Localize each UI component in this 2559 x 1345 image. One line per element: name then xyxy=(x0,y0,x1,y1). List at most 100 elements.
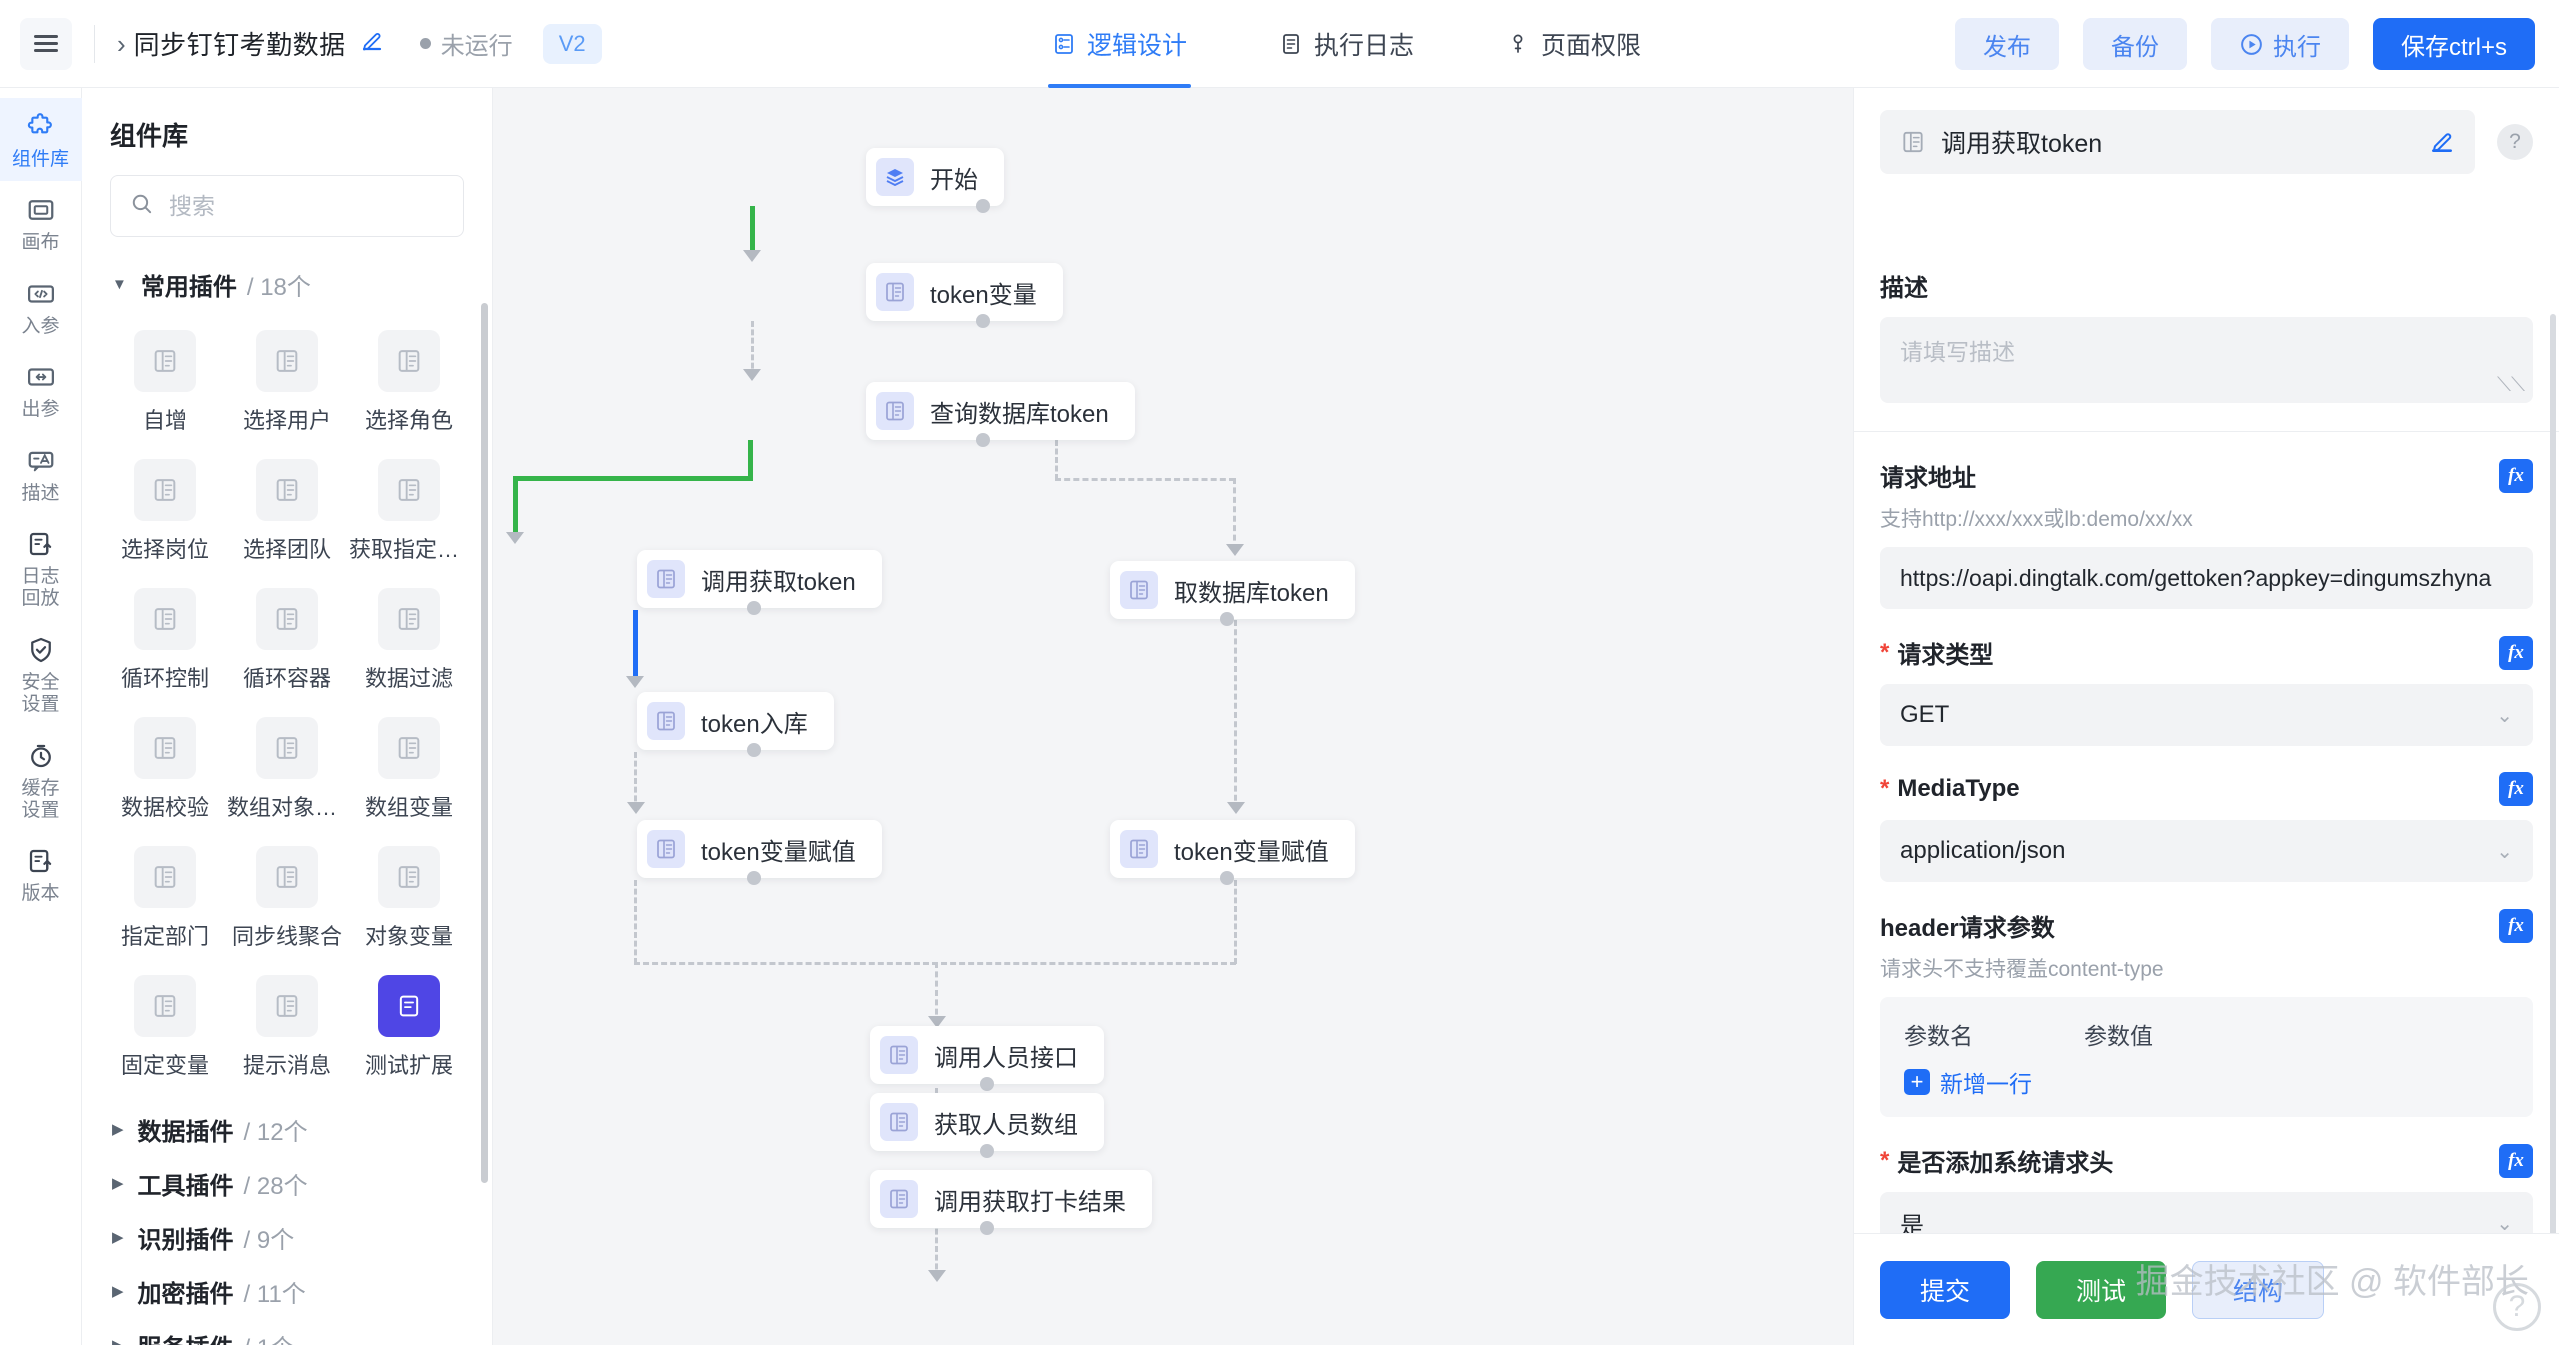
resize-grip-icon[interactable]: ⟋⟋ xyxy=(2497,374,2525,396)
plugin-item[interactable]: 同步线聚合 xyxy=(226,834,348,957)
fx-icon[interactable]: fx xyxy=(2499,458,2533,493)
plugin-item[interactable]: 选择用户 xyxy=(226,318,348,441)
system-header-select[interactable]: 是 ⌄ xyxy=(1880,1192,2533,1233)
flow-canvas[interactable]: 开始 token变量查询数据库token 调用获取token token入库 token… xyxy=(493,88,1853,1345)
plugin-item[interactable]: 获取指定请... xyxy=(348,447,470,570)
request-url-input[interactable]: https://oapi.dingtalk.com/gettoken?appke… xyxy=(1880,547,2533,609)
plugin-category[interactable]: ▶数据插件/ 12个 xyxy=(112,1102,492,1156)
plugin-item[interactable]: 提示消息 xyxy=(226,963,348,1086)
flow-node-tokenvar[interactable]: token变量 xyxy=(866,263,1063,321)
sidebar-item-log-replay[interactable]: 日志 回放 xyxy=(0,515,82,621)
plugin-item[interactable]: 指定部门 xyxy=(104,834,226,957)
node-port[interactable] xyxy=(980,1144,994,1158)
backup-button[interactable]: 备份 xyxy=(2082,18,2187,70)
plugin-category[interactable]: ▶加密插件/ 11个 xyxy=(112,1264,492,1318)
library-scrollbar[interactable] xyxy=(481,303,488,1183)
node-port[interactable] xyxy=(980,1221,994,1235)
fx-icon[interactable]: fx xyxy=(2499,635,2533,670)
test-button[interactable]: 测试 xyxy=(2036,1260,2167,1319)
node-port[interactable] xyxy=(747,871,761,885)
submit-button[interactable]: 提交 xyxy=(1880,1260,2011,1319)
tab-logic-design[interactable]: 逻辑设计 xyxy=(1042,0,1197,88)
flow-node-getarray[interactable]: 获取人员数组 xyxy=(870,1093,1104,1151)
flow-node-tokenset1[interactable]: token变量赋值 xyxy=(637,820,882,878)
plugin-item[interactable]: 数据过滤 xyxy=(348,576,470,699)
category-count: / 28个 xyxy=(243,1172,308,1200)
fx-icon[interactable]: fx xyxy=(2499,772,2533,806)
flow-node-tokenset2[interactable]: token变量赋值 xyxy=(1110,820,1355,878)
plugin-category[interactable]: ▶工具插件/ 28个 xyxy=(112,1156,492,1210)
sidebar-item-label: 画布 xyxy=(21,232,60,254)
plugin-icon xyxy=(876,273,914,311)
publish-button[interactable]: 发布 xyxy=(1954,18,2059,70)
plugin-item[interactable]: 循环容器 xyxy=(226,576,348,699)
node-port[interactable] xyxy=(980,1077,994,1091)
sidebar-item-description[interactable]: 描述 xyxy=(0,432,82,515)
flow-node-calltoken[interactable]: 调用获取token xyxy=(637,550,882,608)
plugin-item[interactable]: 数组变量 xyxy=(348,705,470,828)
flow-node-tokenin[interactable]: token入库 xyxy=(637,692,834,750)
sidebar-item-cache-settings[interactable]: 缓存 设置 xyxy=(0,727,82,833)
search-input[interactable] xyxy=(167,191,445,221)
plugin-category[interactable]: ▶识别插件/ 9个 xyxy=(112,1210,492,1264)
plugin-item[interactable]: 数组对象变量 xyxy=(226,705,348,828)
node-name-field[interactable]: 调用获取token xyxy=(1880,110,2475,174)
save-button[interactable]: 保存ctrl+s xyxy=(2372,18,2535,70)
panel-body[interactable]: 描述 请填写描述 ⟋⟋ 请求地址 fx 支持http://xxx/xxx或lb:… xyxy=(1854,268,2559,1233)
search-box[interactable] xyxy=(110,175,464,237)
plugin-item[interactable]: 选择角色 xyxy=(348,318,470,441)
sidebar-item-input-params[interactable]: 入参 xyxy=(0,265,82,348)
flow-node-callclock[interactable]: 调用获取打卡结果 xyxy=(870,1170,1152,1228)
node-port[interactable] xyxy=(976,433,990,447)
add-header-row-button[interactable]: + 新增一行 xyxy=(1904,1065,2509,1099)
fx-icon[interactable]: fx xyxy=(2499,1143,2533,1178)
node-port[interactable] xyxy=(747,743,761,757)
tab-page-permission[interactable]: 页面权限 xyxy=(1496,0,1651,88)
edge-querydb-getdb-v1 xyxy=(1055,440,1058,480)
sidebar-item-version[interactable]: 版本 xyxy=(0,832,82,915)
breadcrumb-chevron: › xyxy=(117,28,126,59)
request-type-select[interactable]: GET ⌄ xyxy=(1880,684,2533,746)
plugin-item[interactable]: 测试扩展 xyxy=(348,963,470,1086)
pencil-icon[interactable] xyxy=(360,29,384,58)
plugin-category[interactable]: ▶服务插件/ 1个 xyxy=(112,1318,492,1345)
flow-node-querydb[interactable]: 查询数据库token xyxy=(866,382,1135,440)
plugin-icon xyxy=(134,330,196,392)
sidebar-item-component-library[interactable]: 组件库 xyxy=(0,98,82,182)
node-port[interactable] xyxy=(976,199,990,213)
plugin-item[interactable]: 自增 xyxy=(104,318,226,441)
node-port[interactable] xyxy=(1220,612,1234,626)
plugin-item[interactable]: 数据校验 xyxy=(104,705,226,828)
node-port[interactable] xyxy=(1220,871,1234,885)
plugin-item[interactable]: 选择团队 xyxy=(226,447,348,570)
tab-exec-log[interactable]: 执行日志 xyxy=(1269,0,1424,88)
fx-icon[interactable]: fx xyxy=(2499,908,2533,943)
flow-node-start[interactable]: 开始 xyxy=(866,148,1004,206)
plugin-icon xyxy=(134,588,196,650)
plugin-group-common[interactable]: ▼ 常用插件 / 18个 xyxy=(112,267,492,302)
media-type-select[interactable]: application/json ⌄ xyxy=(1880,820,2533,882)
sidebar-item-output-params[interactable]: 出参 xyxy=(0,348,82,431)
panel-scrollbar[interactable] xyxy=(2550,314,2556,1274)
caret-down-icon: ▼ xyxy=(112,276,127,293)
plugin-item[interactable]: 循环控制 xyxy=(104,576,226,699)
plugin-item[interactable]: 固定变量 xyxy=(104,963,226,1086)
node-port[interactable] xyxy=(976,314,990,328)
node-port[interactable] xyxy=(747,601,761,615)
sidebar-item-security-settings[interactable]: 安全 设置 xyxy=(0,621,82,727)
flow-node-callpeople[interactable]: 调用人员接口 xyxy=(870,1026,1104,1084)
description-textarea[interactable]: 请填写描述 ⟋⟋ xyxy=(1880,317,2533,403)
plugin-item[interactable]: 选择岗位 xyxy=(104,447,226,570)
pencil-icon[interactable] xyxy=(2429,129,2455,155)
question-icon[interactable]: ? xyxy=(2497,124,2533,160)
structure-button[interactable]: 结构 xyxy=(2192,1260,2325,1319)
version-badge[interactable]: V2 xyxy=(542,23,602,64)
question-icon[interactable]: ? xyxy=(2493,1283,2541,1331)
plugin-label: 获取指定请... xyxy=(349,537,469,562)
flow-node-getdb[interactable]: 取数据库token xyxy=(1110,561,1355,619)
hamburger-menu-icon[interactable] xyxy=(20,17,72,70)
sidebar-item-canvas[interactable]: 画布 xyxy=(0,181,82,264)
edge-querydb-calltoken-v1 xyxy=(748,440,753,480)
run-button[interactable]: 执行 xyxy=(2210,18,2349,70)
plugin-item[interactable]: 对象变量 xyxy=(348,834,470,957)
